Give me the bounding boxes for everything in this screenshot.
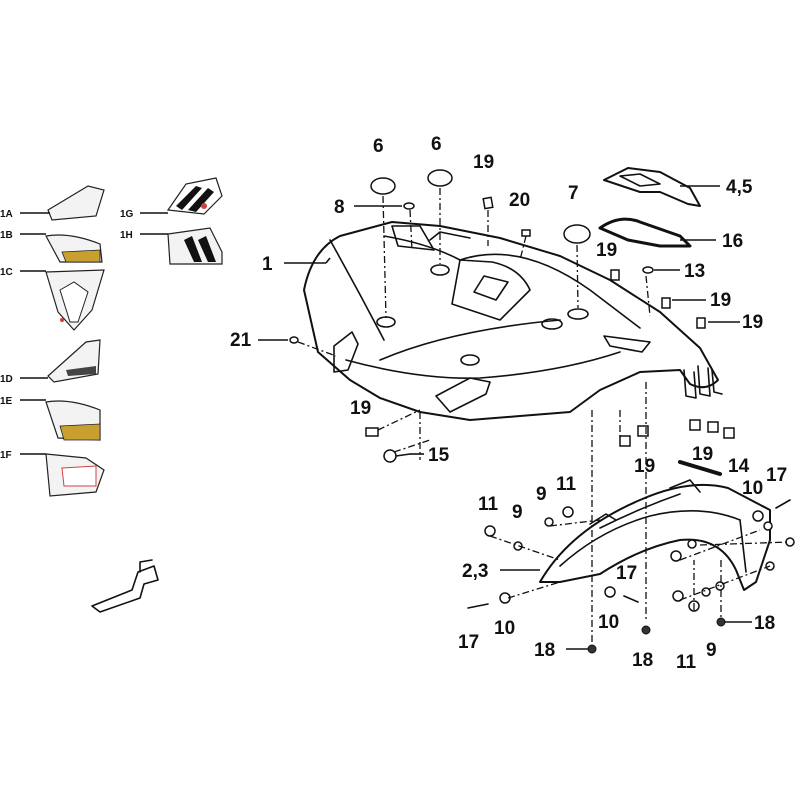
callout-labels: 1A 1B 1C 1D 1E 1F 1G 1H 1 6 6 19 20 7 8 … (0, 134, 787, 673)
washer-9[interactable] (715, 581, 725, 591)
speed-nut-19-group (365, 196, 735, 447)
washer-10[interactable] (604, 586, 616, 598)
label-13: 13 (684, 261, 705, 282)
label-1F: 1F (0, 450, 12, 461)
nut-11[interactable] (670, 550, 682, 562)
speed-nut-19[interactable] (723, 427, 735, 439)
label-6-right: 6 (431, 134, 442, 155)
label-10: 10 (742, 478, 763, 499)
label-1D: 1D (0, 374, 13, 385)
label-4-5: 4,5 (726, 177, 753, 198)
cap-13[interactable] (642, 266, 654, 274)
label-1A: 1A (0, 209, 13, 220)
label-1G: 1G (120, 209, 134, 220)
decal-1E[interactable] (20, 399, 101, 441)
rack-gasket-16[interactable] (598, 217, 692, 248)
speed-nut-19[interactable] (696, 317, 706, 329)
nut-11[interactable] (687, 539, 697, 549)
label-1E: 1E (0, 396, 13, 407)
label-1H: 1H (120, 230, 133, 241)
decal-1A[interactable] (20, 185, 105, 221)
label-17: 17 (766, 465, 787, 486)
label-19: 19 (596, 240, 617, 261)
label-20: 20 (509, 190, 530, 211)
label-11: 11 (556, 474, 577, 495)
washer-9[interactable] (701, 587, 711, 597)
label-1: 1 (262, 254, 273, 275)
washer-10[interactable] (752, 510, 764, 522)
front-fender-body[interactable] (303, 221, 723, 421)
rivet-14[interactable] (678, 460, 722, 476)
speed-nut-19[interactable] (707, 421, 719, 433)
label-9: 9 (512, 502, 523, 523)
label-10: 10 (598, 612, 619, 633)
leader-lines (258, 185, 752, 650)
label-18: 18 (754, 613, 775, 634)
label-11: 11 (676, 652, 697, 673)
decal-1G[interactable] (140, 177, 223, 215)
speed-nut-19[interactable] (482, 196, 494, 210)
speed-nut-19[interactable] (619, 435, 631, 447)
bolt-17[interactable] (467, 603, 489, 609)
label-14: 14 (728, 456, 750, 477)
rack-cover-4-5[interactable] (603, 167, 701, 207)
label-18: 18 (632, 650, 653, 671)
decal-1H[interactable] (140, 227, 223, 265)
washer-10[interactable] (763, 521, 773, 531)
label-21: 21 (230, 330, 252, 351)
speed-nut-19[interactable] (610, 269, 620, 281)
front-arrow-icon (91, 559, 159, 613)
label-6-left: 6 (373, 136, 384, 157)
label-15: 15 (428, 445, 450, 466)
cap-7[interactable] (563, 224, 591, 244)
label-16: 16 (722, 231, 743, 252)
label-18: 18 (534, 640, 555, 661)
bolt-17[interactable] (775, 499, 791, 509)
label-19: 19 (350, 398, 371, 419)
screw-18[interactable] (641, 625, 651, 635)
plug-8[interactable] (403, 202, 415, 210)
label-17: 17 (458, 632, 479, 653)
label-7: 7 (568, 183, 579, 204)
label-19: 19 (692, 444, 713, 465)
decal-1C[interactable] (20, 269, 105, 331)
label-1C: 1C (0, 267, 13, 278)
label-19: 19 (742, 312, 763, 333)
label-9: 9 (706, 640, 717, 661)
assembly-lines (297, 188, 791, 642)
bolt-17[interactable] (623, 595, 639, 603)
plug-21[interactable] (289, 336, 299, 344)
label-19: 19 (710, 290, 731, 311)
label-19: 19 (634, 456, 655, 477)
label-9: 9 (536, 484, 547, 505)
speed-nut-19[interactable] (637, 425, 649, 437)
label-17: 17 (616, 563, 637, 584)
label-1B: 1B (0, 230, 13, 241)
bolt-15[interactable] (383, 449, 411, 463)
speed-nut-19[interactable] (689, 419, 701, 431)
cap-6-left[interactable] (370, 177, 396, 195)
label-2-3: 2,3 (462, 561, 488, 582)
decal-1B[interactable] (20, 233, 103, 263)
label-11: 11 (478, 494, 499, 515)
label-10: 10 (494, 618, 515, 639)
nut-11[interactable] (484, 525, 496, 537)
decal-1D[interactable] (20, 339, 101, 383)
speed-nut-19[interactable] (661, 297, 671, 309)
washer-9[interactable] (544, 517, 554, 527)
speed-nut-19[interactable] (365, 427, 379, 437)
label-19: 19 (473, 152, 494, 173)
nut-11[interactable] (562, 506, 574, 518)
decal-1F[interactable] (20, 453, 105, 497)
nut-11[interactable] (672, 590, 684, 602)
cap-6-right[interactable] (427, 169, 453, 187)
inner-fender-liner[interactable] (539, 479, 771, 591)
speed-nut-19[interactable] (521, 229, 531, 237)
label-8: 8 (334, 197, 345, 218)
screw-18[interactable] (716, 617, 726, 627)
washer-9[interactable] (513, 541, 523, 551)
screw-18[interactable] (587, 644, 597, 654)
